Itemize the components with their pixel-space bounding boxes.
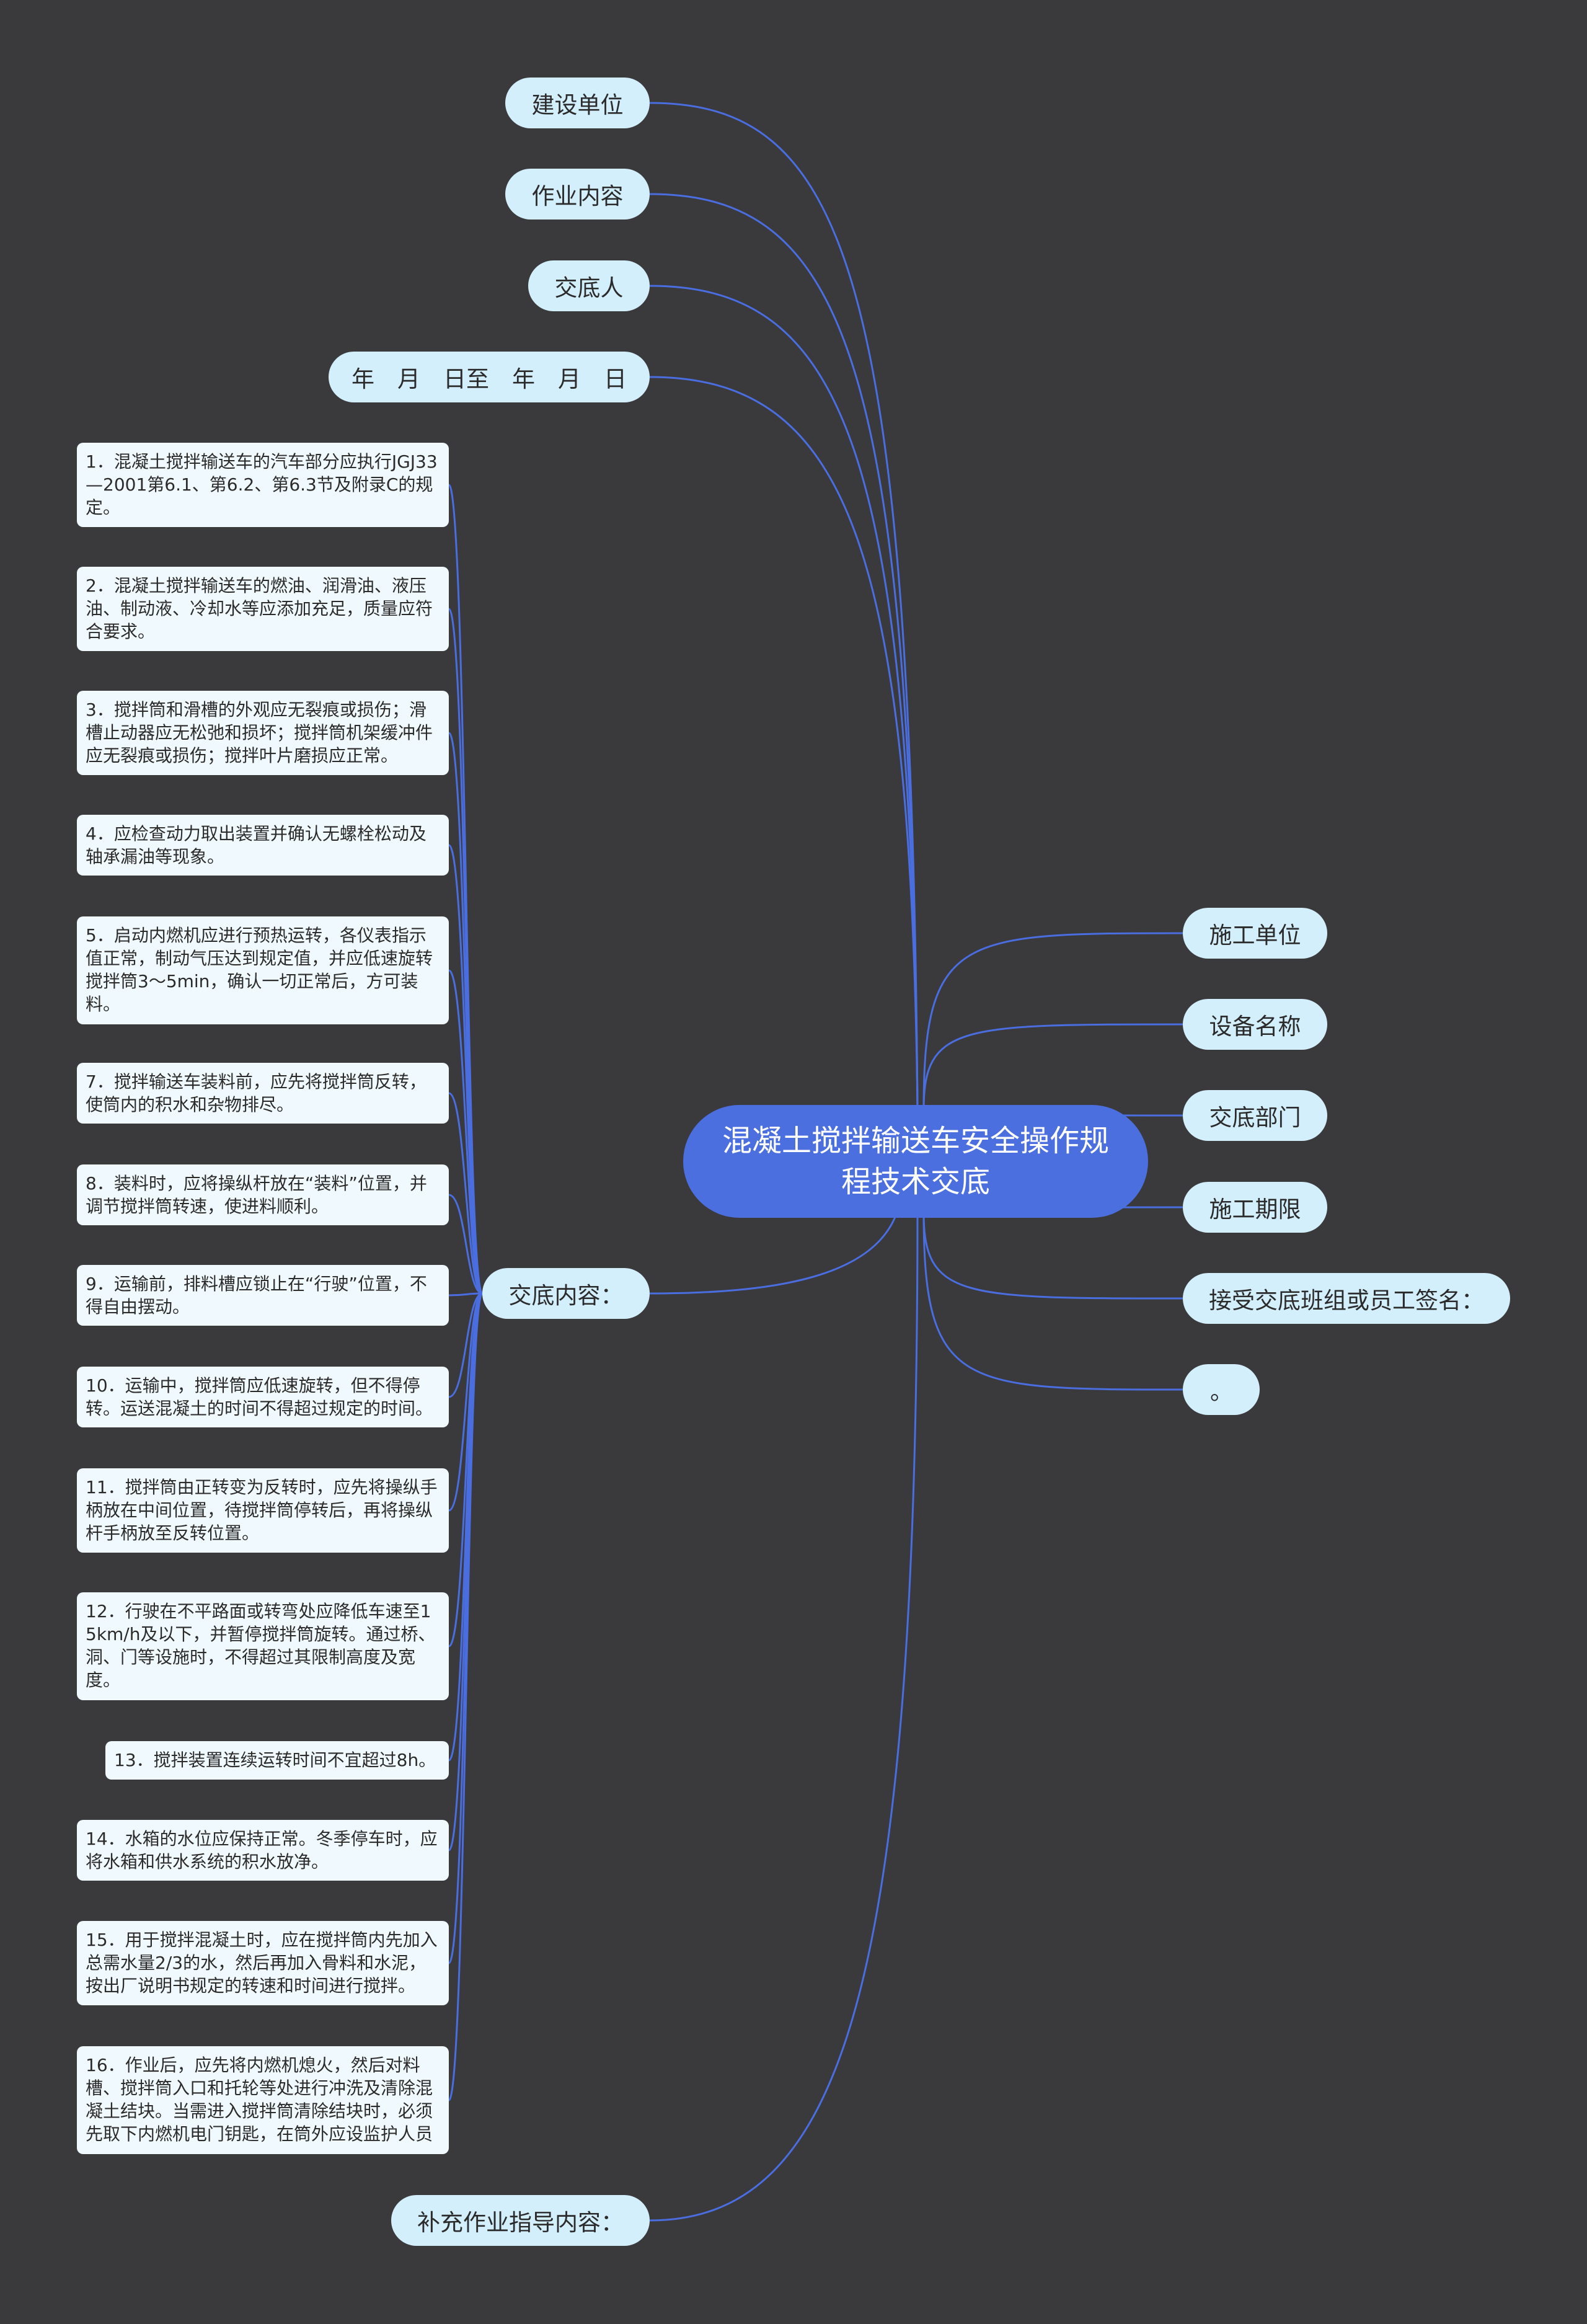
branch-date-range-label: 年 月 日至 年 月 日: [351, 366, 627, 393]
briefing-item[interactable]: 13．搅拌装置连续运转时间不宜超过8h。: [105, 1741, 449, 1780]
briefing-item-text: 12．行驶在不平路面或转弯处应降低车速至15km/h及以下，并暂停搅拌筒旋转。通…: [86, 1601, 436, 1690]
link-date-range: [649, 376, 919, 1111]
briefing-item[interactable]: 14．水箱的水位应保持正常。冬季停车时，应将水箱和供水系统的积水放净。: [77, 1820, 449, 1881]
branch-presenter-label: 交底人: [554, 275, 624, 301]
briefing-item-text: 13．搅拌装置连续运转时间不宜超过8h。: [114, 1750, 436, 1770]
briefing-item[interactable]: 10．运输中，搅拌筒应低速旋转，但不得停转。运送混凝土的时间不得超过规定的时间。: [77, 1367, 449, 1427]
link-briefing-item: [448, 1292, 484, 1852]
branch-signature[interactable]: 接受交底班组或员工签名：: [1183, 1273, 1510, 1324]
link-briefing-item: [448, 1194, 483, 1295]
central-topic[interactable]: 混凝土搅拌输送车安全操作规程技术交底: [683, 1105, 1148, 1218]
briefing-item[interactable]: 8．装料时，应将操纵杆放在“装料”位置，并调节搅拌筒转速，使进料顺利。: [77, 1164, 449, 1225]
briefing-item-text: 14．水箱的水位应保持正常。冬季停车时，应将水箱和供水系统的积水放净。: [86, 1829, 438, 1872]
briefing-item-text: 1．混凝土搅拌输送车的汽车部分应执行JGJ33—2001第6.1、第6.2、第6…: [86, 451, 438, 518]
briefing-item-text: 15．用于搅拌混凝土时，应在搅拌筒内先加入总需水量2/3的水，然后再加入骨料和水…: [86, 1930, 438, 1996]
link-contractor: [922, 932, 1183, 1111]
link-briefing-item: [448, 484, 484, 1295]
branch-presenter[interactable]: 交底人: [528, 260, 650, 311]
branch-equipment-name[interactable]: 设备名称: [1183, 999, 1327, 1050]
link-presenter: [649, 285, 919, 1111]
briefing-item[interactable]: 2．混凝土搅拌输送车的燃油、润滑油、液压油、制动液、冷却水等应添加充足，质量应符…: [77, 567, 449, 651]
link-supplementary: [649, 1212, 919, 2222]
briefing-item-text: 16．作业后，应先将内燃机熄火，然后对料槽、搅拌筒入口和托轮等处进行冲洗及清除混…: [86, 2055, 433, 2144]
link-briefing-item: [448, 844, 484, 1295]
briefing-item-text: 4．应检查动力取出装置并确认无螺栓松动及轴承漏油等现象。: [86, 823, 427, 867]
briefing-item[interactable]: 16．作业后，应先将内燃机熄火，然后对料槽、搅拌筒入口和托轮等处进行冲洗及清除混…: [77, 2046, 449, 2154]
branch-period[interactable]: 。: [1183, 1364, 1260, 1415]
branch-construction-unit[interactable]: 建设单位: [505, 78, 650, 128]
briefing-item[interactable]: 3．搅拌筒和滑槽的外观应无裂痕或损伤；滑槽止动器应无松弛和损坏；搅拌筒机架缓冲件…: [77, 691, 449, 775]
branch-briefing-dept-label: 交底部门: [1209, 1104, 1301, 1131]
branch-equipment-name-label: 设备名称: [1209, 1013, 1301, 1040]
briefing-item-text: 9．运输前，排料槽应锁止在“行驶”位置，不得自由摆动。: [86, 1274, 427, 1317]
link-equipment-name: [922, 1023, 1183, 1111]
branch-briefing-content[interactable]: 交底内容：: [482, 1268, 650, 1319]
link-work-content: [649, 193, 919, 1111]
briefing-item[interactable]: 11．搅拌筒由正转变为反转时，应先将操纵手柄放在中间位置，待搅拌筒停转后，再将操…: [77, 1468, 449, 1553]
central-topic-label: 混凝土搅拌输送车安全操作规程技术交底: [722, 1124, 1109, 1199]
briefing-item-text: 3．搅拌筒和滑槽的外观应无裂痕或损伤；滑槽止动器应无松弛和损坏；搅拌筒机架缓冲件…: [86, 699, 433, 766]
briefing-item-text: 10．运输中，搅拌筒应低速旋转，但不得停转。运送混凝土的时间不得超过规定的时间。: [86, 1375, 433, 1419]
link-briefing-content: [649, 1205, 900, 1295]
briefing-item[interactable]: 5．启动内燃机应进行预热运转，各仪表指示值正常，制动气压达到规定值，并应低速旋转…: [77, 916, 449, 1024]
branch-briefing-content-label: 交底内容：: [508, 1282, 624, 1309]
link-briefing-item: [448, 1292, 483, 1512]
briefing-item-text: 8．装料时，应将操纵杆放在“装料”位置，并调节搅拌筒转速，使进料顺利。: [86, 1173, 427, 1217]
briefing-item-text: 11．搅拌筒由正转变为反转时，应先将操纵手柄放在中间位置，待搅拌筒停转后，再将操…: [86, 1477, 438, 1543]
branch-briefing-dept[interactable]: 交底部门: [1183, 1090, 1327, 1141]
link-signature: [922, 1212, 1183, 1300]
link-briefing-item: [448, 1292, 483, 1398]
branch-construction-unit-label: 建设单位: [531, 92, 624, 118]
briefing-item[interactable]: 7．搅拌输送车装料前，应先将搅拌筒反转，使筒内的积水和杂物排尽。: [77, 1063, 449, 1124]
briefing-item[interactable]: 4．应检查动力取出装置并确认无螺栓松动及轴承漏油等现象。: [77, 815, 449, 876]
briefing-item[interactable]: 15．用于搅拌混凝土时，应在搅拌筒内先加入总需水量2/3的水，然后再加入骨料和水…: [77, 1921, 449, 2005]
branch-duration-label: 施工期限: [1209, 1196, 1301, 1223]
branch-contractor[interactable]: 施工单位: [1183, 908, 1327, 959]
briefing-item-text: 5．启动内燃机应进行预热运转，各仪表指示值正常，制动气压达到规定值，并应低速旋转…: [86, 925, 433, 1014]
link-briefing-item: [448, 732, 484, 1295]
branch-contractor-label: 施工单位: [1209, 922, 1301, 949]
briefing-item[interactable]: 9．运输前，排料槽应锁止在“行驶”位置，不得自由摆动。: [77, 1265, 449, 1326]
branch-period-label: 。: [1210, 1378, 1233, 1405]
branch-work-content[interactable]: 作业内容: [505, 169, 650, 220]
briefing-item-text: 2．混凝土搅拌输送车的燃油、润滑油、液压油、制动液、冷却水等应添加充足，质量应符…: [86, 575, 433, 642]
briefing-item-text: 7．搅拌输送车装料前，应先将搅拌筒反转，使筒内的积水和杂物排尽。: [86, 1071, 427, 1115]
branch-supplementary-label: 补充作业指导内容：: [417, 2209, 624, 2236]
link-construction-unit: [649, 102, 919, 1111]
branch-supplementary[interactable]: 补充作业指导内容：: [391, 2195, 650, 2246]
link-briefing-item: [448, 1092, 483, 1295]
briefing-item[interactable]: 1．混凝土搅拌输送车的汽车部分应执行JGJ33—2001第6.1、第6.2、第6…: [77, 443, 449, 527]
branch-date-range[interactable]: 年 月 日至 年 月 日: [329, 352, 650, 402]
link-briefing-item: [448, 1292, 483, 1297]
link-briefing-item: [448, 969, 484, 1295]
link-period: [922, 1212, 1183, 1391]
branch-work-content-label: 作业内容: [531, 183, 624, 210]
branch-duration[interactable]: 施工期限: [1183, 1182, 1327, 1233]
briefing-item[interactable]: 12．行驶在不平路面或转弯处应降低车速至15km/h及以下，并暂停搅拌筒旋转。通…: [77, 1592, 449, 1700]
link-briefing-item: [448, 1292, 484, 2101]
branch-signature-label: 接受交底班组或员工签名：: [1209, 1287, 1484, 1314]
